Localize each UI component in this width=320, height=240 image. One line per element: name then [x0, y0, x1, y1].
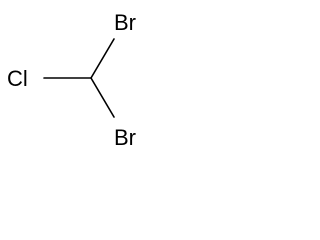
- atom-label-br-bottom: Br: [114, 125, 136, 150]
- atom-label-cl: Cl: [7, 66, 28, 91]
- dibromochloromethane-structure: Cl Br Br: [7, 10, 136, 150]
- bond-c-br-bottom: [90, 77, 115, 118]
- bond-c-br-top: [90, 38, 115, 79]
- atom-label-br-top: Br: [114, 10, 136, 35]
